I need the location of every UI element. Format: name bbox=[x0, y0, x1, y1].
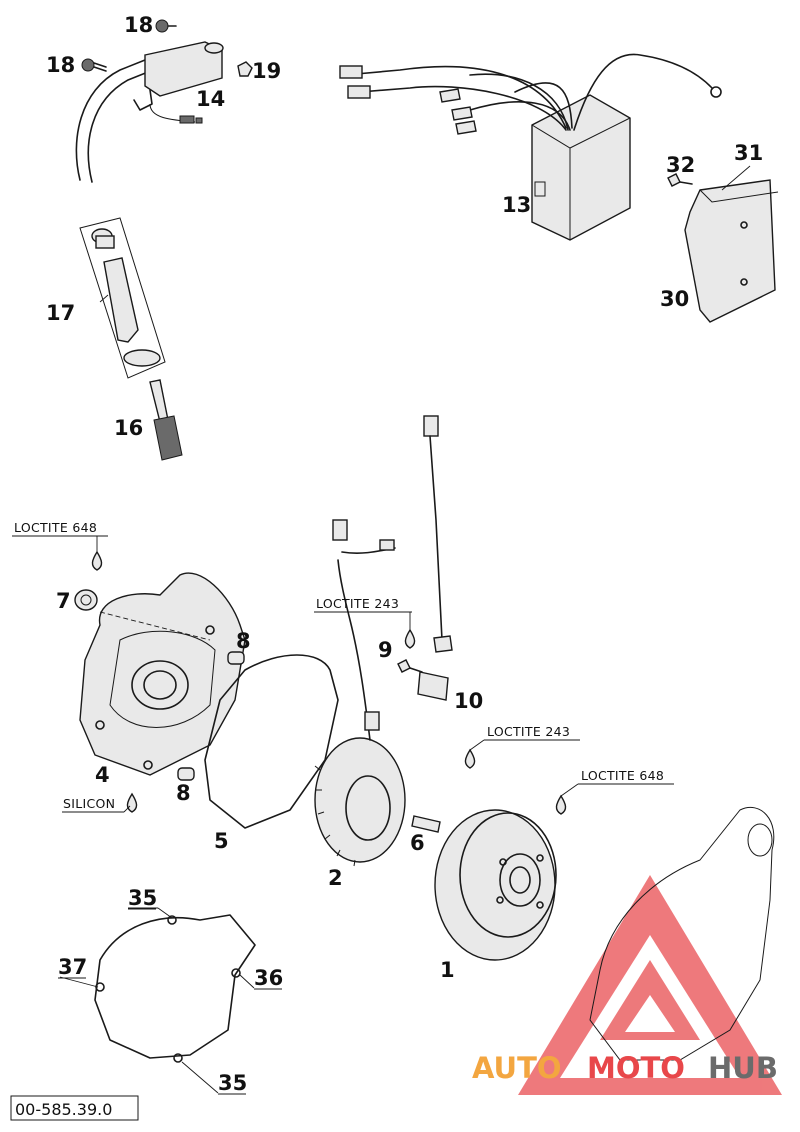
watermark-moto: MOTO bbox=[587, 1051, 685, 1085]
callout-2: 2 bbox=[328, 866, 343, 890]
pickup-screw bbox=[397, 659, 423, 673]
callout-18-upper: 18 bbox=[124, 13, 153, 37]
watermark-text: AUTO MOTO HUB bbox=[472, 1051, 778, 1085]
flywheel-rotor bbox=[434, 809, 557, 961]
oil-seal bbox=[74, 589, 98, 611]
drawing-code: 00-585.39.0 bbox=[15, 1100, 112, 1119]
callout-36: 36 bbox=[254, 966, 283, 990]
note-loctite-243-rotor: LOCTITE 243 bbox=[487, 724, 570, 739]
coil-screw-upper bbox=[155, 19, 177, 33]
ignition-coil bbox=[75, 41, 224, 183]
cover-gasket-large bbox=[94, 914, 256, 1063]
crankcase-half bbox=[589, 806, 775, 1061]
callout-6: 6 bbox=[410, 831, 425, 855]
spark-plug bbox=[149, 379, 183, 461]
callout-19: 19 bbox=[252, 59, 281, 83]
callout-8-lower: 8 bbox=[176, 781, 191, 805]
callout-16: 16 bbox=[114, 416, 143, 440]
note-loctite-648-rotor: LOCTITE 648 bbox=[581, 768, 664, 783]
callout-37: 37 bbox=[58, 955, 87, 979]
dowel-pin-lower bbox=[177, 767, 195, 781]
adhesive-drop-4 bbox=[555, 794, 567, 815]
callout-7: 7 bbox=[56, 589, 71, 613]
cdi-unit bbox=[339, 53, 722, 241]
rotor-nut-bolt bbox=[411, 815, 441, 833]
callout-5: 5 bbox=[214, 829, 229, 853]
cover-gasket bbox=[204, 654, 339, 829]
callout-8-upper: 8 bbox=[236, 629, 251, 653]
callout-17: 17 bbox=[46, 301, 75, 325]
callout-10: 10 bbox=[454, 689, 483, 713]
leader-lines bbox=[12, 165, 751, 1094]
spark-plug-cap-assembly bbox=[79, 217, 166, 379]
callout-31: 31 bbox=[734, 141, 763, 165]
drawing-code-box: 00-585.39.0 bbox=[10, 1095, 139, 1121]
callout-1: 1 bbox=[440, 958, 455, 982]
callout-14: 14 bbox=[196, 87, 225, 111]
bracket-screw bbox=[667, 173, 693, 187]
callout-35-lower: 35 bbox=[218, 1071, 247, 1095]
callout-4: 4 bbox=[95, 763, 110, 787]
note-loctite-243-pickup: LOCTITE 243 bbox=[316, 596, 399, 611]
adhesive-drop-1 bbox=[91, 550, 103, 571]
ignition-cover bbox=[79, 572, 246, 776]
cdi-mounting-bracket bbox=[684, 179, 779, 323]
sealant-notes: LOCTITE 648 LOCTITE 243 LOCTITE 243 LOCT… bbox=[14, 520, 664, 811]
callout-underlines bbox=[58, 908, 282, 1095]
callout-32: 32 bbox=[666, 153, 695, 177]
callout-13: 13 bbox=[502, 193, 531, 217]
stator bbox=[314, 519, 406, 867]
callout-9: 9 bbox=[378, 638, 393, 662]
watermark-hub: HUB bbox=[708, 1051, 778, 1085]
coil-nut bbox=[237, 61, 253, 77]
callout-35-upper: 35 bbox=[128, 886, 157, 910]
pickup-sensor bbox=[417, 415, 453, 701]
watermark-logo bbox=[518, 875, 782, 1095]
dowel-pin-upper bbox=[227, 651, 245, 665]
watermark-auto: AUTO bbox=[472, 1051, 562, 1085]
callout-18-lower: 18 bbox=[46, 53, 75, 77]
note-loctite-648-cover: LOCTITE 648 bbox=[14, 520, 97, 535]
note-silicon: SILICON bbox=[63, 796, 115, 811]
callout-30: 30 bbox=[660, 287, 689, 311]
coil-screw-lower bbox=[81, 58, 107, 72]
adhesive-drop-2 bbox=[404, 628, 416, 649]
part-callouts: 1 2 4 5 6 7 8 8 9 10 13 14 16 17 18 18 1… bbox=[46, 13, 763, 1095]
adhesive-drop-5 bbox=[126, 792, 138, 813]
adhesive-drop-3 bbox=[464, 748, 476, 769]
